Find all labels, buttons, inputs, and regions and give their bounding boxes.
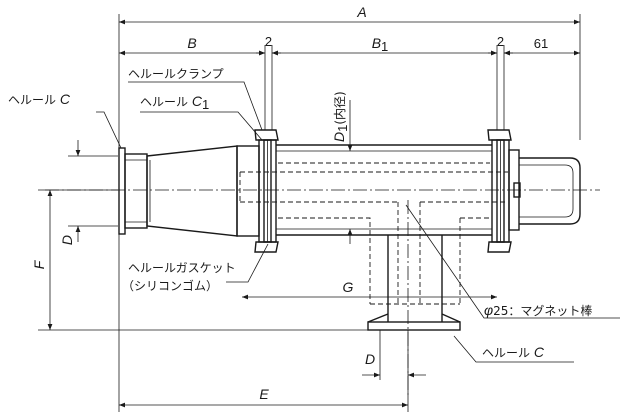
left-ferrule-flange	[118, 147, 126, 235]
label-ferrule-c-left: ヘルール C	[8, 91, 71, 107]
main-cylinder	[276, 144, 492, 236]
leader-lines	[96, 81, 620, 363]
dim-d-left-label: D	[59, 235, 75, 245]
dim-b1-label: B1	[372, 35, 389, 54]
conical-reducer	[146, 145, 238, 237]
label-ferrule-c-bottom: ヘルール C	[482, 344, 545, 360]
outlet-pipe	[367, 235, 461, 331]
label-ferrule-clamp: ヘルールクランプ	[128, 67, 224, 81]
separator-body	[118, 129, 581, 331]
label-ferrule-c1: ヘルール C1	[140, 93, 209, 112]
dim-e-label: E	[259, 386, 269, 402]
magnet-bars-hidden	[239, 162, 508, 305]
dim-f-label: F	[31, 259, 47, 269]
right-clamp	[487, 129, 521, 253]
dim-g-label: G	[343, 279, 354, 295]
dim-d1-label: D1(内径)	[331, 91, 350, 142]
dim-61-label: 61	[534, 36, 548, 51]
dim-a-label: A	[356, 4, 366, 20]
label-magnet-bar: φ25：マグネット棒	[484, 302, 592, 318]
part-labels: ヘルール C ヘルールクランプ ヘルール C1 ヘルールガスケット （シリコンゴ…	[8, 67, 592, 360]
dimension-lines	[47, 19, 580, 408]
dim-d-bottom-label: D	[365, 351, 375, 367]
label-gasket-line1: ヘルールガスケット	[128, 261, 236, 275]
dim-b-label: B	[187, 35, 196, 51]
dim-2-right-label: 2	[497, 34, 504, 49]
magnet-handle	[519, 157, 581, 225]
dim-2-left-label: 2	[265, 34, 272, 49]
dimension-text: A B B1 2 2 61 D1(内径) D F G D E	[31, 4, 548, 402]
label-gasket-line2: （シリコンゴム）	[122, 278, 218, 293]
svg-text:D1(内径): D1(内径)	[331, 91, 350, 142]
center-lines	[45, 189, 600, 398]
left-clamp	[236, 129, 279, 253]
